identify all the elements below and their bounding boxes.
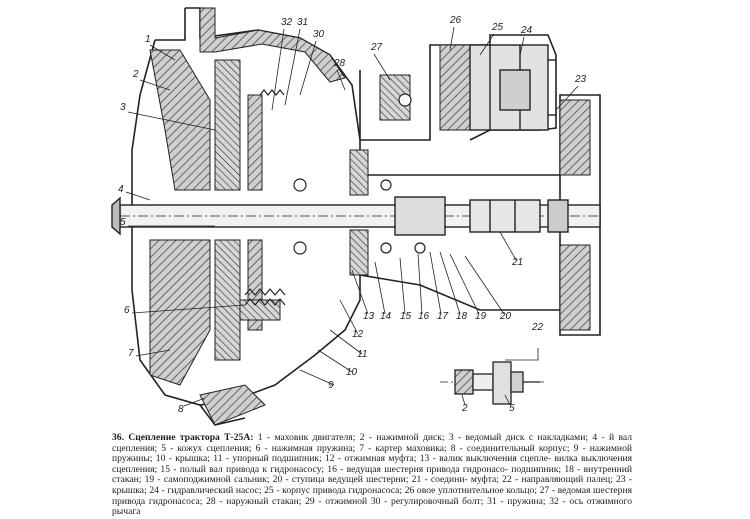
bearings bbox=[293, 93, 426, 255]
callout-18: 18 bbox=[456, 311, 468, 322]
callout-11: 11 bbox=[357, 349, 367, 360]
callout-25: 25 bbox=[491, 22, 504, 33]
callout-20: 20 bbox=[499, 311, 512, 322]
callout-23: 23 bbox=[574, 74, 587, 85]
callout-5b: 5 bbox=[509, 403, 515, 414]
callout-13: 13 bbox=[363, 311, 375, 322]
callout-26: 26 bbox=[449, 15, 462, 26]
callout-7: 7 bbox=[128, 348, 134, 359]
caption-title: 36. Сцепление трактора Т-25А: bbox=[112, 432, 254, 443]
callout-12: 12 bbox=[352, 329, 364, 340]
callout-2: 2 bbox=[132, 69, 139, 80]
callout-28: 28 bbox=[333, 58, 346, 69]
figure-caption: 36. Сцепление трактора Т-25А: 1 - махови… bbox=[112, 432, 633, 518]
callout-3: 3 bbox=[120, 102, 126, 113]
callout-24: 24 bbox=[520, 25, 533, 36]
hydraulic-pump bbox=[469, 44, 556, 131]
main-shaft bbox=[111, 196, 601, 236]
callout-22: 22 bbox=[531, 322, 544, 333]
callout-4a: 4 bbox=[118, 184, 124, 195]
callout-27: 27 bbox=[370, 42, 383, 53]
callout-30: 30 bbox=[313, 29, 325, 40]
callout-21: 21 bbox=[511, 257, 523, 268]
callout-1: 1 bbox=[145, 34, 151, 45]
leader-lines bbox=[125, 26, 579, 407]
callout-2b: 2 bbox=[461, 403, 468, 414]
callout-8: 8 bbox=[178, 404, 184, 415]
callout-14: 14 bbox=[380, 311, 392, 322]
callout-32: 32 bbox=[281, 17, 293, 28]
callout-9: 9 bbox=[328, 380, 334, 391]
callout-6: 6 bbox=[124, 305, 130, 316]
detail-view-guide-pin bbox=[440, 348, 545, 406]
callout-16: 16 bbox=[418, 311, 430, 322]
hatched-sections bbox=[149, 7, 591, 426]
callout-19: 19 bbox=[475, 311, 487, 322]
caption-text: 1 - маховик двигателя; 2 - нажимной диск… bbox=[112, 432, 633, 518]
callout-15: 15 bbox=[400, 311, 412, 322]
pressure-spring bbox=[244, 89, 286, 306]
callout-5: 5 bbox=[120, 217, 126, 228]
callout-17: 17 bbox=[437, 311, 449, 322]
callout-10: 10 bbox=[346, 367, 358, 378]
callout-31: 31 bbox=[297, 17, 308, 28]
